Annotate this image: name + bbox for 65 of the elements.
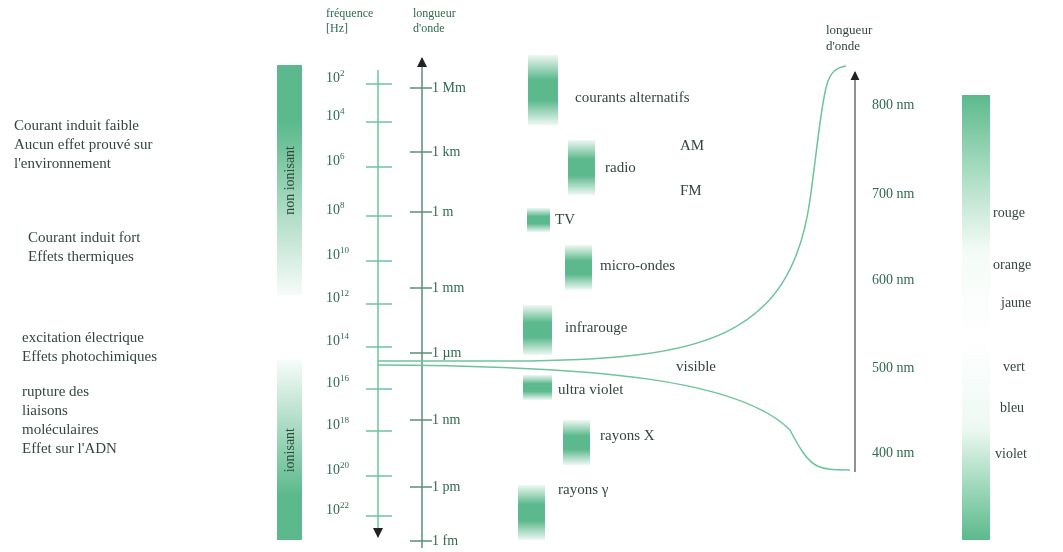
- wavelength-tick-label: 600 nm: [872, 271, 915, 289]
- effect-note: Courant induit fort: [28, 228, 141, 247]
- frequency-tick-label: 10$^{16}$: [326, 374, 350, 392]
- effect-note: excitation électrique: [22, 328, 145, 347]
- wavelength-tick-label: 1 Mm: [432, 79, 466, 97]
- effect-note: rupture des liaisons moléculaires: [22, 382, 100, 439]
- spectrum-band: [568, 140, 595, 195]
- spectrum-band: [565, 245, 592, 290]
- wavelength-tick-label: 1 km: [432, 143, 461, 161]
- band-label: courants alternatifs: [575, 88, 690, 107]
- wavelength-tick-label: 1 nm: [432, 411, 461, 429]
- wavelength-tick-label: 800 nm: [872, 96, 915, 114]
- frequency-tick-label: 10$^{18}$: [326, 416, 350, 434]
- effect-note: Courant induit faible: [14, 116, 139, 135]
- wavelength-tick-label: 1 m: [432, 203, 454, 221]
- effect-note: Effets photochimiques: [22, 347, 158, 366]
- wavelength-tick-label: 1 mm: [432, 279, 465, 297]
- band-label: FM: [680, 181, 702, 200]
- spectrum-band: [523, 375, 552, 400]
- color-name: bleu: [1000, 399, 1025, 417]
- band-label: TV: [555, 210, 575, 229]
- radiation-type-bar: [277, 360, 302, 540]
- frequency-tick-label: 10$^{12}$: [326, 289, 350, 307]
- color-name: rouge: [993, 204, 1025, 222]
- wavelength-tick-label: 1 fm: [432, 532, 459, 550]
- axis-title: fréquence [Hz]: [326, 6, 375, 36]
- frequency-tick-label: 10$^{2}$: [326, 69, 345, 87]
- color-name: violet: [995, 445, 1027, 463]
- visible-spectrum-bar: [962, 95, 990, 540]
- wavelength-tick-label: 700 nm: [872, 185, 915, 203]
- spectrum-band: [527, 208, 550, 232]
- band-label: rayons X: [600, 426, 655, 445]
- spectrum-band: [523, 305, 552, 355]
- color-name: jaune: [1001, 294, 1032, 312]
- spectrum-band: [528, 55, 558, 125]
- frequency-tick-label: 10$^{4}$: [326, 107, 345, 125]
- band-label: radio: [605, 158, 636, 177]
- band-label: ultra violet: [558, 380, 624, 399]
- wavelength-tick-label: 500 nm: [872, 359, 915, 377]
- axis-title: longueur d'onde: [413, 6, 457, 36]
- frequency-tick-label: 10$^{8}$: [326, 201, 345, 219]
- spectrum-band: [563, 420, 590, 465]
- band-label: rayons γ: [558, 480, 609, 499]
- wavelength-tick-label: 400 nm: [872, 444, 915, 462]
- band-label: AM: [680, 136, 705, 155]
- color-name: orange: [993, 256, 1032, 274]
- wavelength-tick-label: 1 µm: [432, 344, 462, 362]
- band-label: micro-ondes: [600, 256, 675, 275]
- bar-label: ionisant: [281, 427, 298, 473]
- axis-title: longueur d'onde: [826, 22, 874, 54]
- band-label: visible: [676, 357, 716, 376]
- effect-note: Effets thermiques: [28, 247, 134, 266]
- radiation-type-bar: [277, 65, 302, 295]
- effect-note: Effet sur l'ADN: [22, 439, 117, 458]
- frequency-tick-label: 10$^{22}$: [326, 501, 350, 519]
- color-name: vert: [1003, 358, 1025, 376]
- frequency-tick-label: 10$^{10}$: [326, 246, 350, 264]
- frequency-tick-label: 10$^{20}$: [326, 461, 350, 479]
- bar-label: non ionisant: [281, 145, 298, 215]
- spectrum-band: [518, 485, 545, 540]
- band-label: infrarouge: [565, 318, 628, 337]
- wavelength-tick-label: 1 pm: [432, 478, 461, 496]
- frequency-tick-label: 10$^{6}$: [326, 152, 345, 170]
- effect-note: Aucun effet prouvé sur l'environnement: [14, 135, 154, 173]
- frequency-tick-label: 10$^{14}$: [326, 332, 350, 350]
